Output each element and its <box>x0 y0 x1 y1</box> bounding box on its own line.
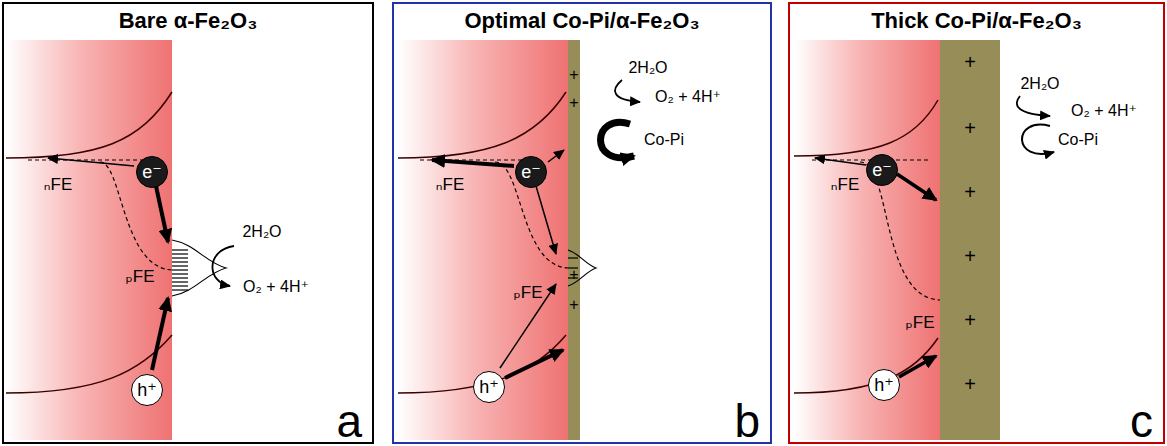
hole-transfer-arrow <box>152 298 168 370</box>
bare-hematite-band-diagram <box>6 40 234 440</box>
hole-circle: h⁺ <box>868 369 900 401</box>
charge-sign: + <box>964 117 976 140</box>
hole-circle: h⁺ <box>131 374 163 406</box>
carrier-symbol: e⁻ <box>872 159 892 181</box>
carrier-symbol: e⁻ <box>521 161 541 183</box>
fermi-level-label: ₙFE <box>436 174 465 195</box>
hematite-layer <box>794 40 940 440</box>
surface-states <box>172 250 188 290</box>
hole-circle: h⁺ <box>473 371 505 403</box>
charge-sign: + <box>964 181 976 204</box>
electron-circle: e⁻ <box>136 156 168 188</box>
hematite-layer <box>6 40 172 440</box>
product-label: O₂ + 4H⁺ <box>1071 101 1137 120</box>
water-oxidation-arrow <box>615 80 640 102</box>
scenario-panel: Optimal Co-Pi/α-Fe₂O₃ b e⁻ h⁺ <box>392 2 772 444</box>
panel-title: Bare α-Fe₂O₃ <box>4 8 372 34</box>
valence-band <box>794 338 938 393</box>
thick-copi-band-diagram <box>794 40 1054 440</box>
conduction-band <box>398 92 566 158</box>
water-oxidation-arrow <box>212 246 234 286</box>
fermi-level-label: ₙFE <box>831 174 860 195</box>
conduction-band <box>794 100 938 156</box>
electron-trapping-arrow <box>156 186 168 242</box>
charge-sign: + <box>964 373 976 396</box>
hole-quasi-fermi-level <box>495 162 568 268</box>
copi-layer <box>940 40 1000 440</box>
electron-transport-arrow <box>48 158 134 166</box>
hole-transfer-arrow <box>899 356 936 377</box>
surface-state-distribution <box>172 240 226 296</box>
hematite-layer <box>398 40 568 440</box>
water-oxidation-arrow <box>1017 96 1050 116</box>
hole-quasi-fermi-level <box>100 162 172 270</box>
scenario-panel: Bare α-Fe₂O₃ a e⁻ h⁺ <box>2 2 374 444</box>
charge-sign: + <box>569 66 578 84</box>
copi-layer <box>568 40 580 440</box>
charge-sign: + <box>569 94 578 112</box>
carrier-symbol: h⁺ <box>874 374 894 396</box>
fermi-level-label: ₚFE <box>513 282 542 303</box>
optimal-copi-band-diagram <box>398 40 640 440</box>
copi-catalytic-cycle-arrow <box>1022 125 1054 154</box>
electron-surface-arrow <box>548 150 564 162</box>
product-label: O₂ + 4H⁺ <box>243 277 309 296</box>
charge-sign: + <box>569 296 578 314</box>
charge-sign: + <box>964 309 976 332</box>
panel-title: Thick Co-Pi/α-Fe₂O₃ <box>790 8 1163 34</box>
charge-sign: + <box>964 245 976 268</box>
electron-circle: e⁻ <box>866 154 898 186</box>
reactant-label: 2H₂O <box>242 223 281 241</box>
product-label: O₂ + 4H⁺ <box>655 87 721 106</box>
charge-sign: + <box>964 51 976 74</box>
panel-title: Optimal Co-Pi/α-Fe₂O₃ <box>394 8 770 34</box>
reactant-label: 2H₂O <box>1020 75 1059 93</box>
fermi-level-label: ₚFE <box>905 312 934 333</box>
electron-quasi-fermi-level <box>28 159 145 160</box>
fermi-level-label: ₚFE <box>125 266 154 287</box>
carrier-symbol: h⁺ <box>479 376 499 398</box>
panel-letter: a <box>336 398 362 444</box>
copi-catalytic-cycle-arrow <box>601 122 635 157</box>
charge-sign: + <box>569 266 578 284</box>
fermi-level-label: ₙFE <box>44 174 73 195</box>
carrier-symbol: h⁺ <box>137 379 157 401</box>
electron-trapping-arrow <box>536 186 556 254</box>
electron-circle: e⁻ <box>515 156 547 188</box>
conduction-band <box>6 92 172 158</box>
panel-letter: b <box>734 398 760 444</box>
hole-transfer-arrow <box>505 350 563 378</box>
catalyst-label: Co-Pi <box>1058 131 1098 149</box>
reactant-label: 2H₂O <box>628 59 667 77</box>
electron-transport-arrow <box>815 158 866 165</box>
panel-letter: c <box>1130 398 1153 444</box>
catalyst-label: Co-Pi <box>644 131 684 149</box>
electron-transport-arrow <box>432 160 514 166</box>
carrier-symbol: e⁻ <box>142 161 162 183</box>
electron-recombination-arrow <box>897 174 936 200</box>
scenario-panel: Thick Co-Pi/α-Fe₂O₃ c e⁻ h⁺ <box>788 2 1165 444</box>
surface-state-distribution <box>568 250 596 286</box>
